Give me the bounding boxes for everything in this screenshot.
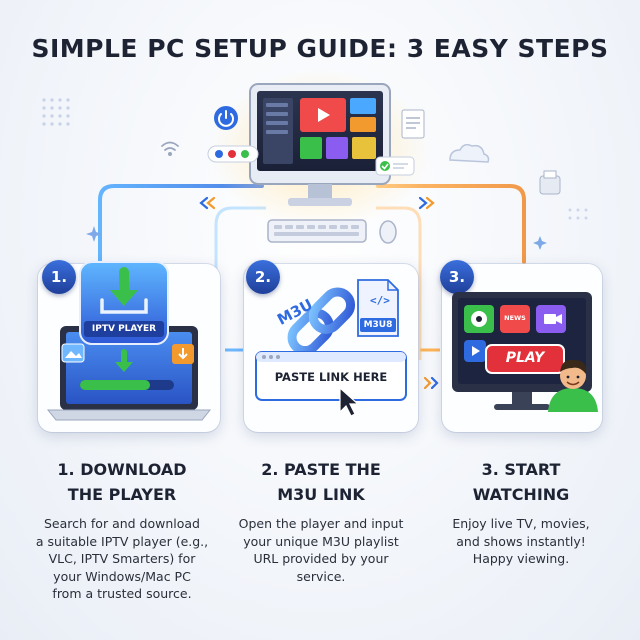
step-3-desc-line: and shows instantly! — [456, 533, 586, 549]
document-icon — [401, 109, 425, 139]
step-1-title-line2: THE PLAYER — [67, 485, 177, 504]
paste-link-label[interactable]: PASTE LINK HERE — [274, 370, 388, 384]
desktop-monitor — [249, 83, 391, 206]
play-button — [485, 344, 565, 374]
step-2-desc-line: URL provided by your — [253, 551, 389, 566]
step-1-badge: 1. — [42, 260, 76, 294]
step-1-desc-line: your Windows/Mac PC — [53, 568, 191, 584]
step-3-desc-line: Happy viewing. — [472, 551, 570, 566]
news-tile — [500, 305, 530, 333]
step-1-desc-line: Search for and download — [43, 516, 200, 531]
step-1-desc-line: VLC, IPTV Smarters) for — [48, 551, 196, 566]
page-title: SIMPLE PC SETUP GUIDE: 3 EASY STEPS — [31, 34, 609, 63]
cursor-icon — [339, 386, 360, 417]
news-label: NEWS — [504, 314, 526, 322]
mouse-icon — [379, 220, 397, 244]
step-3-title: 3. START WATCHING — [421, 457, 621, 507]
cloud-icon — [449, 143, 490, 163]
m3u8-label: M3U8 — [363, 320, 393, 330]
download-progress — [80, 380, 150, 390]
step-2-desc-line: service. — [296, 568, 346, 584]
step-2-title-line2: M3U LINK — [277, 485, 365, 504]
step-1-description: Search for and download a suitable IPTV … — [22, 515, 222, 603]
step-1-desc-line: from a trusted source. — [52, 586, 192, 601]
step-2-badge: 2. — [246, 260, 280, 294]
step-3-badge: 3. — [440, 260, 474, 294]
play-button-label[interactable]: PLAY — [505, 350, 545, 366]
step-1-title: 1. DOWNLOAD THE PLAYER — [22, 457, 222, 507]
step-1-title-line1: 1. DOWNLOAD — [57, 460, 187, 479]
step-2-title-line1: 2. PASTE THE — [261, 460, 381, 479]
step-1-desc-line: a suitable IPTV player (e.g., — [35, 533, 209, 549]
step-3-desc-line: Enjoy live TV, movies, — [452, 516, 590, 531]
step-3-title-line1: 3. START — [481, 460, 561, 479]
wifi-icon — [161, 141, 179, 151]
dots-decoration-right — [568, 208, 588, 220]
step-2-title: 2. PASTE THE M3U LINK — [221, 457, 421, 507]
person-avatar — [548, 359, 598, 412]
chain-link-icon — [287, 287, 356, 356]
step-3-title-line2: WATCHING — [472, 485, 570, 504]
step-2-description: Open the player and input your unique M3… — [221, 515, 421, 585]
step-2-desc-line: Open the player and input — [238, 516, 404, 531]
iptv-player-label: IPTV PLAYER — [91, 324, 157, 334]
svg-text:</>: </> — [370, 294, 390, 307]
dots-decoration — [42, 98, 70, 126]
step-2-desc-line: your unique M3U playlist — [243, 533, 399, 549]
step-3-description: Enjoy live TV, movies, and shows instant… — [421, 515, 621, 568]
